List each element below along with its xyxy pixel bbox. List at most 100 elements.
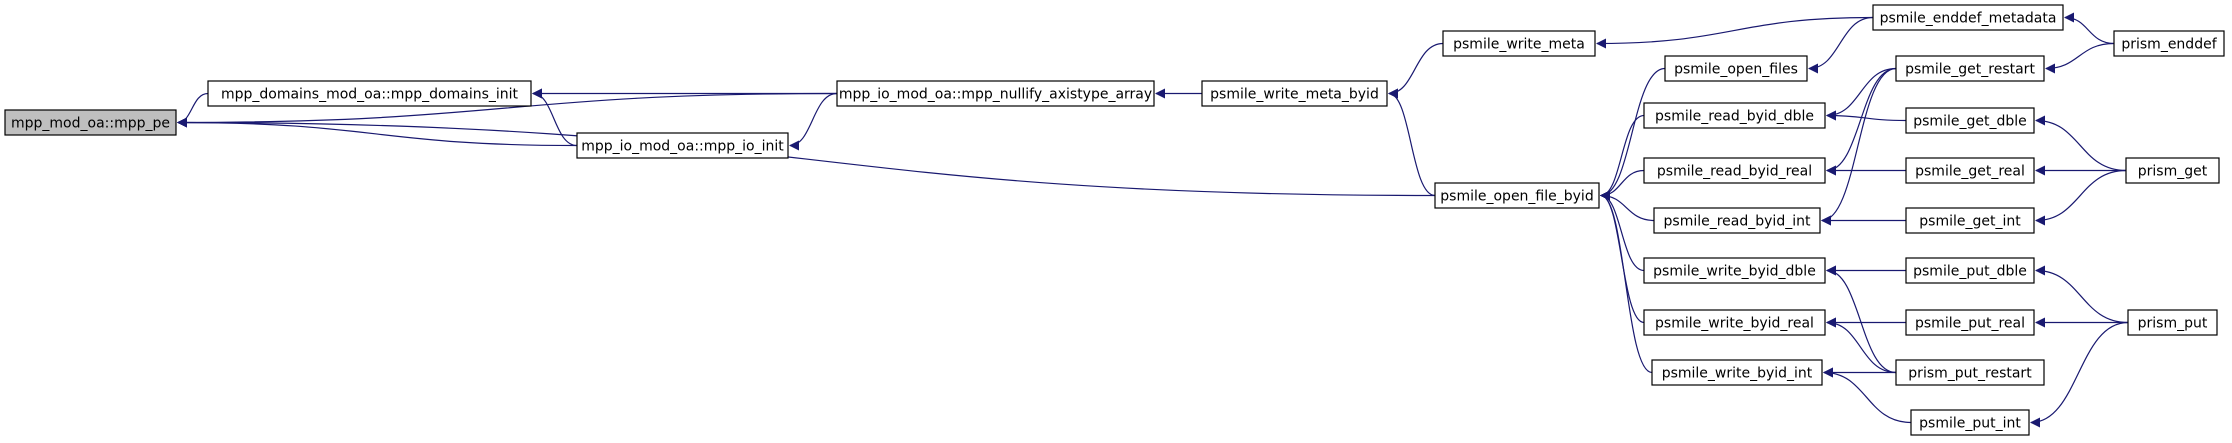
node-label: mpp_io_mod_oa::mpp_nullify_axistype_arra… (839, 87, 1152, 103)
node-label: prism_get (2138, 164, 2208, 180)
nodes-layer: mpp_mod_oa::mpp_pe mpp_domains_mod_oa::mp… (4, 4, 2225, 436)
node-enddef-metadata[interactable]: psmile_enddef_metadata (1872, 4, 2064, 31)
node-write-meta-byid[interactable]: psmile_write_meta_byid (1201, 80, 1388, 107)
node-box[interactable] (1651, 359, 1823, 386)
node-box[interactable] (1905, 207, 2035, 234)
node-box[interactable] (1201, 80, 1388, 107)
edge-write_meta-to-write_meta_byid (1388, 42, 1444, 99)
node-box[interactable] (836, 80, 1155, 107)
node-box[interactable] (1643, 102, 1826, 129)
edge-enddef_metadata-to-open_files (1808, 16, 1874, 74)
node-box[interactable] (1434, 182, 1600, 209)
edge-mpp_nullify-to-mpp_io_init (789, 92, 838, 151)
node-box[interactable] (1905, 107, 2035, 134)
node-open-files[interactable]: psmile_open_files (1664, 55, 1808, 82)
node-read-byid-int[interactable]: psmile_read_byid_int (1653, 207, 1821, 234)
edge-enddef_metadata-to-write_meta (1596, 16, 1874, 49)
node-label: prism_put_restart (1908, 366, 2032, 382)
node-label: mpp_io_mod_oa::mpp_io_init (581, 139, 784, 155)
node-label: psmile_write_byid_int (1662, 366, 1813, 382)
node-box[interactable] (1664, 55, 1808, 82)
node-put-dble[interactable]: psmile_put_dble (1905, 257, 2035, 284)
edge-open_file_byid-to-write_meta_byid (1388, 88, 1436, 197)
node-box[interactable] (1643, 257, 1826, 284)
node-box[interactable] (1643, 309, 1826, 336)
node-label: psmile_enddef_metadata (1880, 11, 2057, 27)
node-open-file-byid[interactable]: psmile_open_file_byid (1434, 182, 1600, 209)
node-label: psmile_write_meta_byid (1210, 87, 1379, 103)
node-label: psmile_write_byid_real (1655, 316, 1814, 332)
edge-mpp_io_init-to-mpp_domains_init (532, 88, 578, 147)
node-box[interactable] (1643, 157, 1826, 184)
node-box[interactable] (1895, 55, 2045, 82)
node-box[interactable] (1895, 359, 2045, 386)
node-label: mpp_mod_oa::mpp_pe (11, 116, 170, 132)
node-mpp-nullify[interactable]: mpp_io_mod_oa::mpp_nullify_axistype_arra… (836, 80, 1155, 107)
node-box[interactable] (4, 109, 177, 136)
node-label: prism_enddef (2121, 37, 2217, 53)
edge-put_restart-to-write_byid_dble (1826, 265, 1897, 374)
edge-get_restart-to-read_byid_real (1826, 67, 1897, 176)
node-label: psmile_put_int (1919, 416, 2021, 432)
node-label: psmile_read_byid_dble (1655, 109, 1814, 125)
node-box[interactable] (1905, 157, 2035, 184)
node-label: psmile_put_real (1915, 316, 2025, 332)
edge-mpp_domains_init-to-mpp_pe (177, 92, 209, 128)
node-put-int[interactable]: psmile_put_int (1910, 409, 2030, 436)
node-box[interactable] (207, 80, 532, 107)
edge-prism_get-to-get_int (2035, 169, 2127, 226)
edge-put_int-to-write_byid_int (1823, 367, 1912, 424)
edge-open_file_byid-to-mpp_pe (177, 117, 1436, 197)
node-box[interactable] (1872, 4, 2064, 31)
node-label: prism_put (2138, 316, 2208, 332)
node-prism-get[interactable]: prism_get (2125, 157, 2220, 184)
node-get-dble[interactable]: psmile_get_dble (1905, 107, 2035, 134)
edge-prism_enddef-to-enddef_metadata (2064, 12, 2115, 45)
node-get-real[interactable]: psmile_get_real (1905, 157, 2035, 184)
node-box[interactable] (1910, 409, 2030, 436)
node-box[interactable] (1905, 309, 2035, 336)
node-label: psmile_get_restart (1905, 62, 2035, 78)
node-get-int[interactable]: psmile_get_int (1905, 207, 2035, 234)
node-box[interactable] (1905, 257, 2035, 284)
edge-open_files-to-open_file_byid (1600, 67, 1666, 201)
node-write-meta[interactable]: psmile_write_meta (1442, 30, 1596, 57)
node-get-restart[interactable]: psmile_get_restart (1895, 55, 2045, 82)
node-label: psmile_get_dble (1913, 114, 2026, 130)
edges-layer (177, 12, 2129, 428)
node-label: psmile_read_byid_int (1664, 214, 1811, 230)
edge-mpp_io_init-to-mpp_pe (177, 117, 578, 147)
node-write-byid-int[interactable]: psmile_write_byid_int (1651, 359, 1823, 386)
node-write-byid-real[interactable]: psmile_write_byid_real (1643, 309, 1826, 336)
node-box[interactable] (1653, 207, 1821, 234)
edge-get_restart-to-read_byid_dble (1826, 67, 1897, 121)
node-label: psmile_get_real (1915, 164, 2025, 180)
node-mpp-pe[interactable]: mpp_mod_oa::mpp_pe (4, 109, 177, 136)
node-label: psmile_open_files (1674, 62, 1798, 78)
edge-put_restart-to-write_byid_real (1826, 317, 1897, 374)
edge-prism_get-to-get_dble (2035, 115, 2127, 172)
node-prism-enddef[interactable]: prism_enddef (2113, 30, 2225, 57)
node-mpp-domains-init[interactable]: mpp_domains_mod_oa::mpp_domains_init (207, 80, 532, 107)
node-mpp-io-init[interactable]: mpp_io_mod_oa::mpp_io_init (576, 132, 789, 159)
node-label: psmile_write_meta (1453, 37, 1585, 53)
edge-prism_put-to-put_dble (2035, 265, 2129, 324)
edge-prism_put-to-put_int (2030, 321, 2129, 428)
edge-get_restart-to-read_byid_int (1821, 67, 1897, 226)
node-box[interactable] (2125, 157, 2220, 184)
node-write-byid-dble[interactable]: psmile_write_byid_dble (1643, 257, 1826, 284)
node-put-real[interactable]: psmile_put_real (1905, 309, 2035, 336)
node-read-byid-dble[interactable]: psmile_read_byid_dble (1643, 102, 1826, 129)
node-read-byid-real[interactable]: psmile_read_byid_real (1643, 157, 1826, 184)
node-box[interactable] (1442, 30, 1596, 57)
node-label: psmile_read_byid_real (1657, 164, 1812, 180)
edge-read_byid_dble-to-open_file_byid (1600, 114, 1645, 201)
node-put-restart[interactable]: prism_put_restart (1895, 359, 2045, 386)
node-label: psmile_get_int (1919, 214, 2021, 230)
node-box[interactable] (576, 132, 789, 159)
node-box[interactable] (2127, 309, 2218, 336)
edge-mpp_nullify-to-mpp_pe (177, 92, 838, 128)
node-box[interactable] (2113, 30, 2225, 57)
node-prism-put[interactable]: prism_put (2127, 309, 2218, 336)
edge-write_byid_int-to-open_file_byid (1600, 190, 1653, 374)
